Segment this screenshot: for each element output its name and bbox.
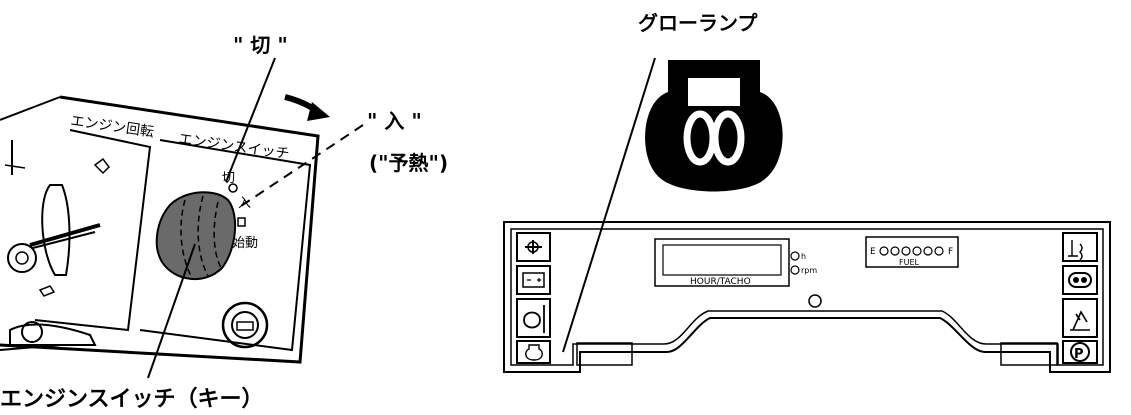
- pos-off-marker: [228, 183, 238, 193]
- h-indicator: [790, 251, 800, 261]
- fuel-segment: [934, 246, 944, 256]
- parking-brake-icon: [1062, 340, 1098, 364]
- fuel-e-label: E: [870, 247, 876, 257]
- fuel-segment: [912, 246, 922, 256]
- preheat-callout: ("予熱"): [369, 151, 448, 175]
- panel-bolt: [808, 294, 822, 308]
- fuel-segment: [879, 246, 889, 256]
- throttle-slot: [41, 184, 71, 276]
- fuel-segments: [879, 246, 944, 256]
- engine-switch-illustration: エンジン回転 エンジンスイッチ 切 入 始動: [0, 33, 448, 412]
- fuel-segment: [890, 246, 900, 256]
- fuel-gauge-frame: [865, 236, 959, 268]
- glow-mark-icon: [237, 217, 246, 227]
- rpm-indicator: [790, 265, 800, 275]
- glow-lamp-section: グローランプ: [562, 11, 783, 353]
- coolant-temp-icon: [516, 298, 551, 338]
- left-cutout: [576, 342, 633, 366]
- h-label: h: [801, 252, 806, 261]
- key-leader-line: [147, 243, 196, 379]
- hour-tacho-display: [662, 244, 782, 276]
- throttle-lever: [29, 223, 101, 247]
- rpm-panel-title: エンジン回転: [69, 113, 154, 141]
- glow-lamp-icon: [645, 60, 783, 192]
- parking-brake-glyph: P: [1074, 347, 1084, 362]
- switch-panel-title: エンジンスイッチ: [177, 131, 290, 162]
- hour-tacho-frame: [654, 238, 790, 287]
- socket-ring: [221, 301, 269, 349]
- rpm-label: rpm: [801, 266, 817, 275]
- right-cutout: [1000, 342, 1058, 366]
- on-leader-line: [237, 124, 364, 209]
- off-leader-line: [225, 57, 276, 183]
- turtle-icon: [38, 285, 56, 297]
- pos-off-label: 切: [222, 171, 235, 186]
- glow-lamp-leader-line: [562, 57, 656, 353]
- on-callout: " 入 ": [367, 109, 422, 133]
- fuel-segment: [923, 246, 933, 256]
- instrument-panel: P HOUR/TACHO h rpm E F FUEL: [503, 221, 1111, 373]
- off-callout: " 切 ": [233, 33, 288, 57]
- engine-key-knob[interactable]: [155, 191, 237, 281]
- glow-lamp-callout: グローランプ: [638, 11, 758, 35]
- engine-switch-key-callout: エンジンスイッチ（キー）: [0, 387, 264, 412]
- rpm-subpanel: [34, 129, 152, 332]
- rabbit-icon: [93, 157, 110, 175]
- battery-charge-icon: [516, 265, 551, 295]
- fuel-segment: [901, 246, 911, 256]
- lever-knob: [7, 243, 37, 273]
- water-temp-icon: [1062, 232, 1098, 262]
- switch-subpanel: [139, 139, 312, 352]
- oil-pressure-icon: [516, 232, 551, 262]
- glow-plug-icon: [516, 340, 551, 364]
- fuel-f-label: F: [948, 247, 953, 257]
- pos-start-label: 始動: [232, 236, 258, 251]
- fuel-label: FUEL: [899, 258, 920, 267]
- air-filter-icon: [1062, 265, 1098, 295]
- hydraulic-oil-icon: [1062, 298, 1098, 338]
- hour-tacho-label: HOUR/TACHO: [690, 277, 751, 287]
